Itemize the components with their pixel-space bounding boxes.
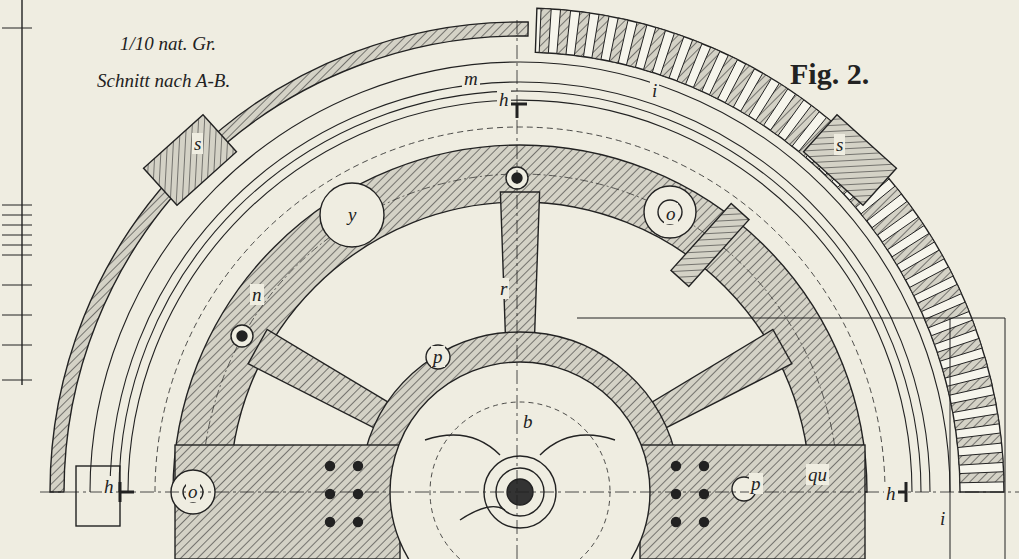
lower-arm: [640, 445, 865, 559]
part-letter: o: [664, 203, 678, 224]
part-letter: h: [497, 89, 511, 110]
bolt-dot: [354, 490, 363, 499]
bolt-dot: [326, 462, 335, 471]
drawing-note: 1/10 nat. Gr.: [118, 33, 218, 54]
ring-tooth: [609, 18, 628, 63]
ring-tooth: [574, 12, 589, 57]
roller-o: [644, 186, 696, 238]
roller-y: [320, 183, 384, 247]
figure-title: Fig. 2.: [788, 58, 871, 90]
guide-arm: [671, 204, 749, 287]
ring-tooth: [592, 14, 609, 59]
bolt-dot: [672, 490, 681, 499]
part-letter: s: [834, 134, 845, 155]
part-letter: y: [346, 204, 358, 225]
bolt-dot: [672, 518, 681, 527]
scale-line: [21, 0, 22, 385]
part-letter: o: [186, 481, 200, 502]
bolt-dot: [700, 490, 709, 499]
ring-tooth: [943, 357, 988, 378]
scale-tick: [2, 215, 32, 216]
part-letter: b: [521, 411, 535, 432]
pin-p: [426, 345, 450, 369]
part-letter: qu: [806, 464, 829, 485]
ring-tooth: [960, 472, 1004, 483]
roller-o-pin: [658, 200, 682, 224]
bolt-dot: [672, 462, 681, 471]
bolt-dot: [354, 518, 363, 527]
pin: [231, 325, 253, 347]
scale-tick: [2, 28, 32, 29]
ring-tooth: [957, 433, 1002, 448]
scale-tick: [2, 245, 32, 246]
guide-line: [577, 318, 1005, 559]
hub-cam: [425, 435, 615, 520]
scale-tick: [2, 205, 32, 206]
bolt-dot: [326, 490, 335, 499]
ring-tooth: [626, 22, 646, 67]
ring-tooth: [954, 414, 999, 430]
scale-tick: [2, 235, 32, 236]
scale-tick: [2, 255, 32, 256]
part-letter: i: [938, 508, 947, 529]
bolt-dot: [700, 462, 709, 471]
scale-tick: [2, 225, 32, 226]
ring-tooth: [557, 10, 571, 55]
ring-tooth: [959, 452, 1004, 465]
block-s: [144, 115, 237, 206]
part-letter: n: [250, 284, 264, 305]
bolt-dot: [700, 518, 709, 527]
wheel-spoke: [500, 192, 539, 352]
hub-disc: [390, 362, 650, 559]
scale-tick: [2, 285, 32, 286]
box-h: [76, 466, 120, 526]
ring-tooth: [947, 376, 992, 396]
part-letter: s: [192, 133, 203, 154]
hub-circle: [430, 402, 610, 559]
ring-tooth: [643, 27, 665, 72]
ring-tooth: [539, 8, 551, 52]
part-letter: r: [498, 278, 509, 299]
part-letter: h: [102, 476, 116, 497]
block-s: [804, 115, 897, 206]
part-letter: p: [749, 473, 763, 494]
ring-tooth: [951, 395, 996, 413]
pin-core: [237, 331, 247, 341]
scale-tick: [2, 315, 32, 316]
scale-tick: [2, 380, 32, 381]
center-line: [40, 20, 1019, 559]
drawing-note: Schnitt nach A-B.: [95, 70, 232, 91]
part-letter: m: [462, 68, 480, 89]
part-letter: p: [431, 346, 445, 367]
part-letter: i: [650, 80, 659, 101]
part-letter: h: [884, 483, 898, 504]
bolt-dot: [326, 518, 335, 527]
ring-tooth: [931, 320, 976, 344]
ring-tooth: [937, 338, 982, 361]
scale-tick: [2, 345, 32, 346]
bolt-dot: [354, 462, 363, 471]
